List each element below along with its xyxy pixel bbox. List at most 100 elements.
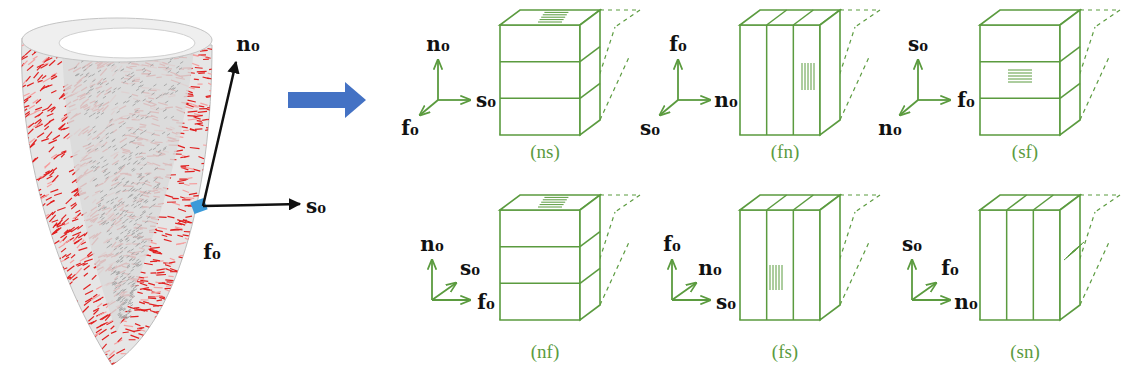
fiber-line [164,195,173,198]
texture-line [127,312,130,314]
texture-line [123,283,126,285]
fiber-line [185,349,193,352]
fiber-line [63,236,67,241]
texture-line [120,232,123,234]
fiber-line [158,282,165,284]
fiber-line [17,259,21,264]
texture-line [131,276,134,278]
fiber-line [161,329,167,330]
fiber-line [189,193,197,194]
fiber-line [148,283,155,285]
texture-line [122,210,125,212]
drawing-stroke [793,10,813,25]
drawing-stroke [917,60,919,100]
drawing-stroke [1080,55,1110,120]
fiber-line [54,155,59,159]
fiber-line [20,227,27,230]
drawing-stroke [767,10,787,25]
texture-line [117,204,120,206]
fiber-line [187,178,193,179]
texture-line [131,204,134,206]
fiber-line [205,354,210,356]
fiber-line [23,61,28,66]
texture-line [136,230,139,232]
texture-line [129,259,132,261]
fiber-line [184,327,190,329]
fiber-line [154,337,161,338]
fiber-line [191,344,197,346]
fiber-line [192,240,199,243]
fiber-line [204,210,212,212]
texture-line [96,117,99,119]
cube-face [740,25,820,135]
fiber-line [148,296,156,297]
fiber-line [48,107,55,112]
fiber-line [176,339,182,340]
texture-line [132,230,135,232]
drawing-stroke [600,240,630,305]
drawing-stroke [541,17,565,18]
fiber-line [108,354,115,360]
fiber-line [65,257,69,260]
fiber-line [199,332,208,335]
fiber-line [184,334,191,336]
texture-line [139,264,142,266]
fiber-line [21,255,27,259]
drawing-stroke [580,83,600,98]
texture-line [95,148,98,150]
fiber-line [73,216,78,219]
fiber-line [43,78,51,83]
drawing-stroke [1060,47,1080,62]
fiber-line [117,361,121,364]
texture-line [154,168,157,170]
texture-line [132,189,135,191]
texture-line [147,191,150,193]
fiber-line [177,180,186,182]
drawing-stroke [538,22,562,23]
fiber-line [180,342,188,345]
fiber-line [207,49,214,50]
fiber-line [185,339,191,341]
texture-line [103,78,106,80]
texture-line [113,145,116,147]
texture-line [88,143,91,145]
fiber-line [18,323,26,327]
texture-line [88,75,91,77]
drawing-stroke [540,204,564,205]
fiber-line [172,202,180,205]
fiber-line [33,227,38,230]
texture-line [117,261,120,263]
drawing-stroke [500,98,580,100]
texture-line [124,226,127,228]
texture-line [138,237,141,239]
texture-line [89,64,92,66]
fiber-line [51,91,56,94]
texture-line [101,145,104,147]
fiber-line [48,346,57,350]
texture-line [111,79,114,81]
fiber-line [93,294,97,297]
fiber-line [24,217,30,224]
fiber-line [49,60,55,66]
texture-line [131,168,134,170]
fiber-line [15,366,21,370]
fiber-line [37,288,45,294]
texture-line [140,168,143,170]
texture-line [127,256,130,258]
fiber-line [22,272,28,276]
fiber-line [149,304,158,306]
drawing-stroke [500,246,580,248]
texture-line [118,245,121,247]
texture-line [153,199,156,201]
texture-line [141,241,144,243]
drawing-stroke [855,195,880,212]
drawing-stroke [432,283,456,300]
fiber-line [185,107,193,109]
fiber-line [31,283,36,286]
fiber-line [65,298,69,302]
fiber-line [206,308,214,310]
drawing-stroke [431,260,433,300]
texture-line [141,117,144,119]
fiber-line [190,252,197,253]
fiber-line [170,269,179,272]
